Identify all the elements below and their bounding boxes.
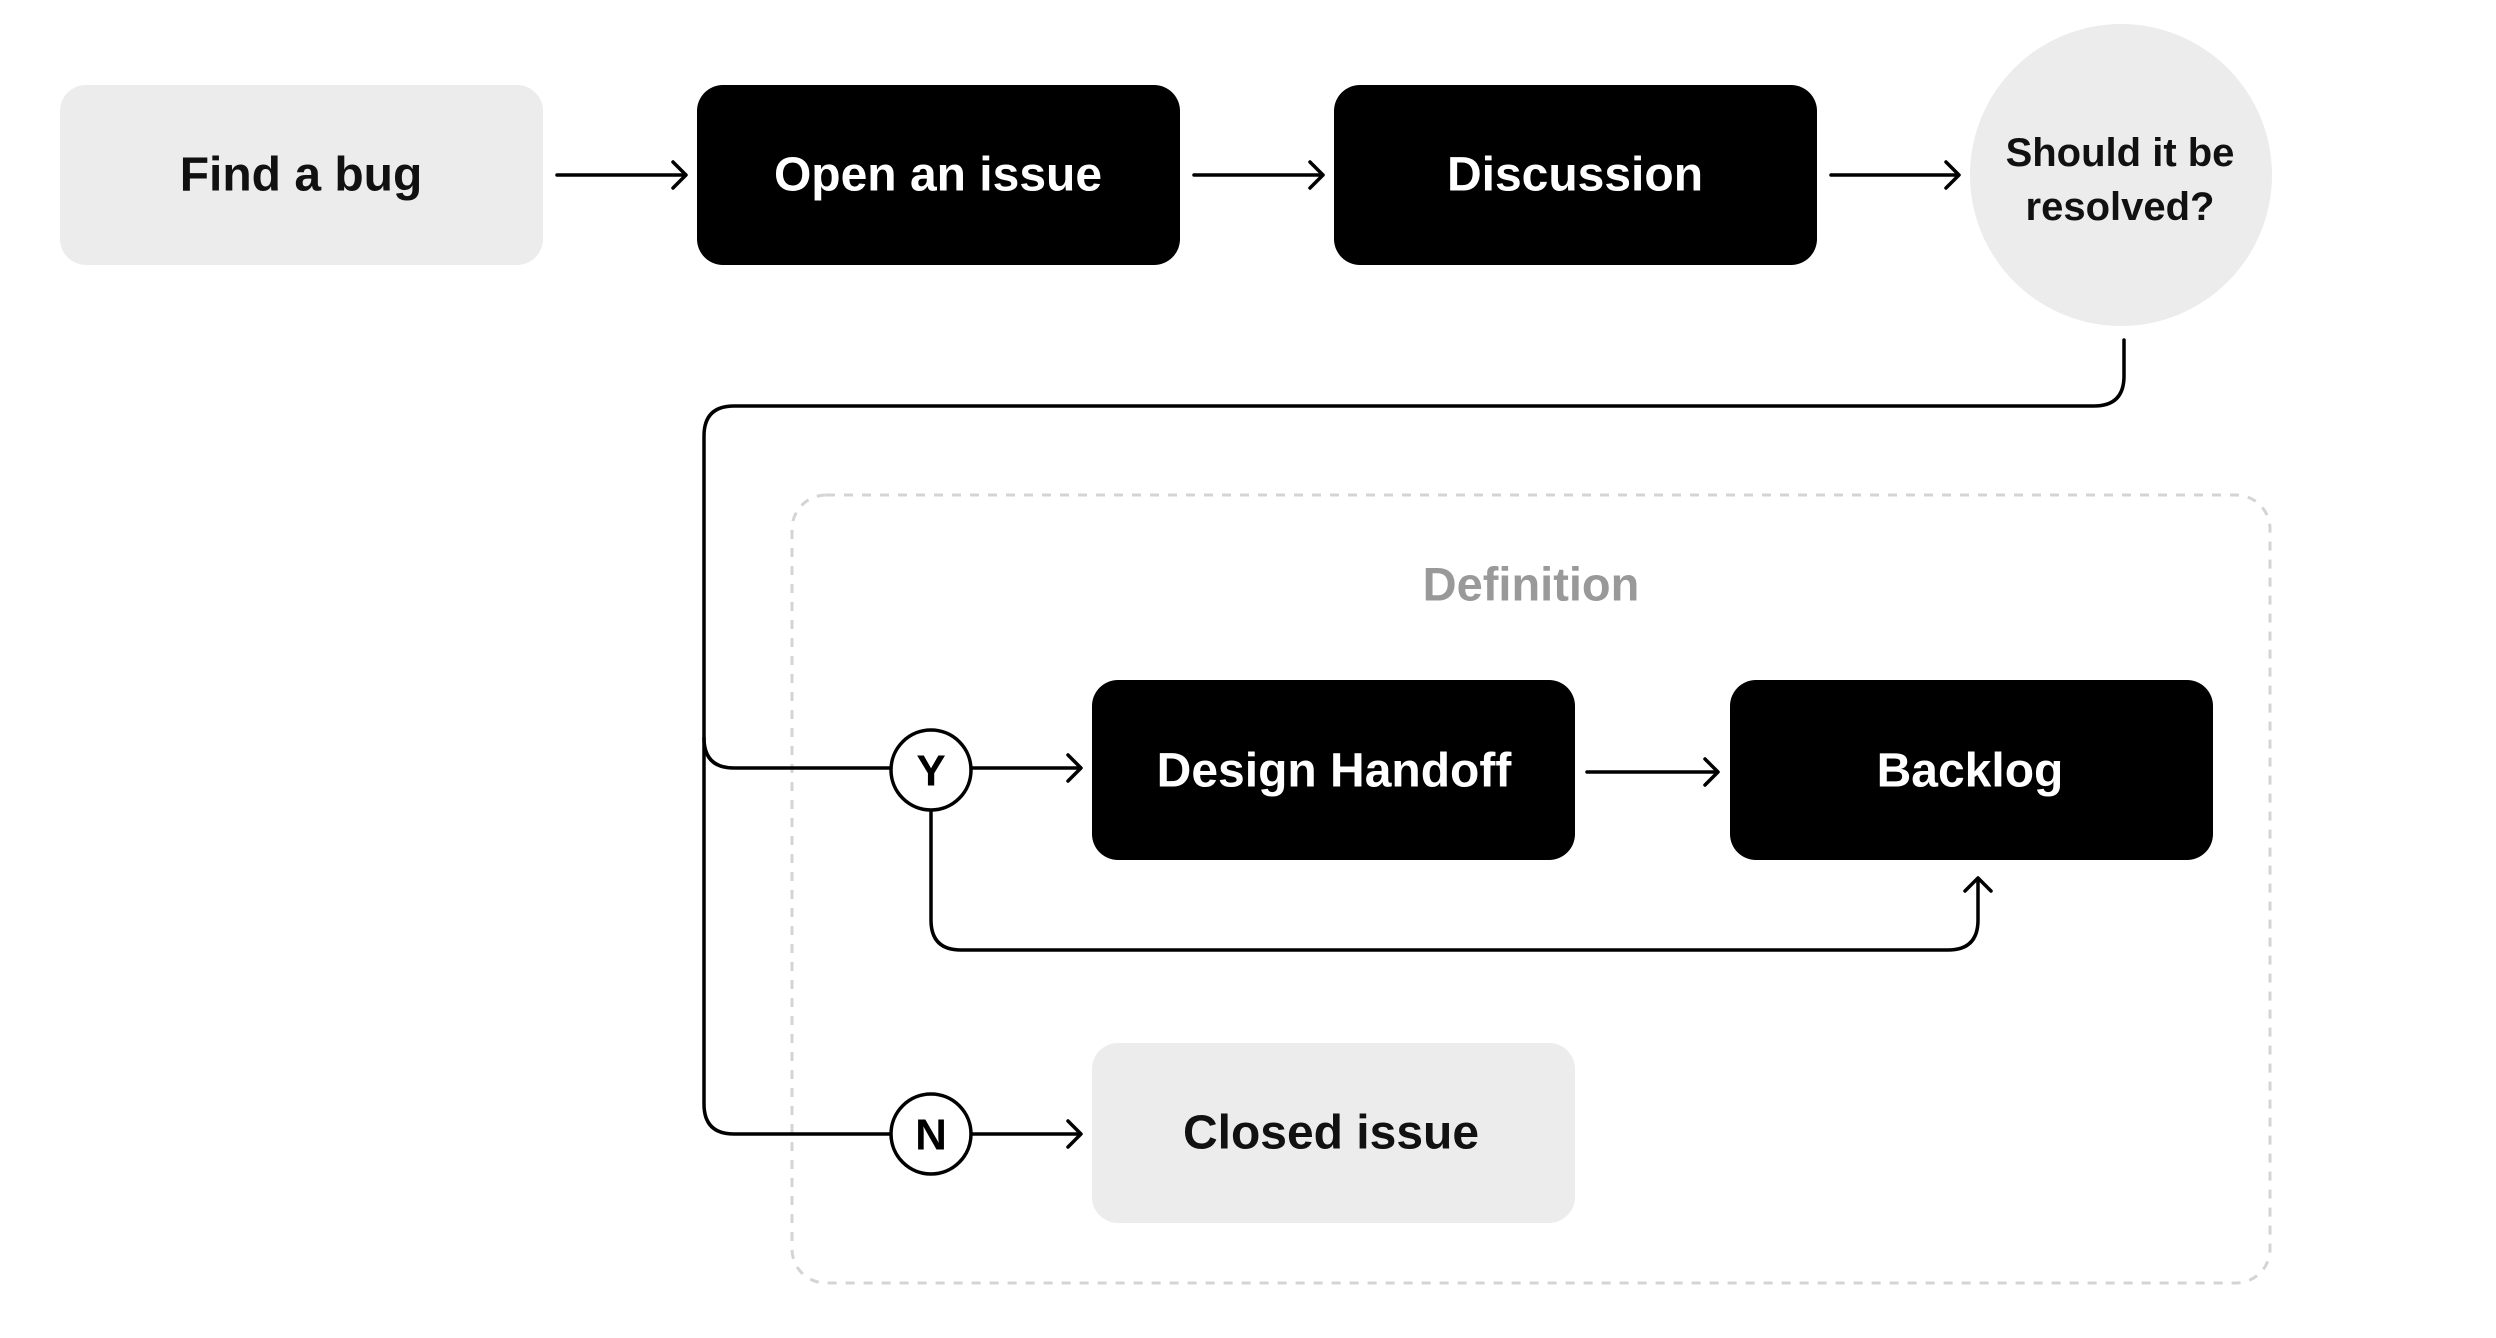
arrow-open-to-discussion <box>1192 160 1325 190</box>
node-discussion-label: Discussion <box>1447 149 1703 202</box>
node-decision-label-line1: Should it be <box>2006 131 2235 175</box>
arrow-find-to-open <box>555 160 688 190</box>
branch-yes-label: Y <box>916 747 945 796</box>
arrow-discussion-to-decision <box>1829 160 1961 190</box>
node-decision-circle <box>1970 24 2272 326</box>
node-decision-label-line2: resolved? <box>2026 185 2215 229</box>
branch-no-marker[interactable]: N <box>889 1092 973 1176</box>
node-discussion[interactable]: Discussion <box>1334 85 1817 265</box>
connectors <box>555 160 2126 1149</box>
definition-group-label: Definition <box>1423 558 1640 611</box>
definition-group-frame <box>790 493 2272 1285</box>
arrow-yes-to-design-handoff <box>970 753 1083 783</box>
branch-yes-marker[interactable]: Y <box>889 728 973 812</box>
node-find-a-bug[interactable]: Find a bug <box>60 85 543 265</box>
node-closed-issue[interactable]: Closed issue <box>1092 1043 1575 1223</box>
arrow-yes-bypass-to-backlog <box>929 806 1993 952</box>
node-design-handoff[interactable]: Design Handoff <box>1092 680 1575 860</box>
definition-group: Definition <box>790 493 2272 1285</box>
connector-decision-branch <box>702 338 2126 1136</box>
node-design-handoff-label: Design Handoff <box>1157 745 1513 798</box>
node-closed-issue-label: Closed issue <box>1183 1107 1479 1160</box>
node-backlog[interactable]: Backlog <box>1730 680 2213 860</box>
node-open-an-issue[interactable]: Open an issue <box>697 85 1180 265</box>
branch-no-label: N <box>915 1111 947 1160</box>
node-decision[interactable]: Should it be resolved? <box>1970 24 2272 326</box>
arrow-no-to-closed-issue <box>970 1119 1083 1149</box>
connector-to-yes <box>702 736 894 770</box>
arrow-design-handoff-to-backlog <box>1585 757 1720 787</box>
node-find-a-bug-label: Find a bug <box>180 149 423 202</box>
node-open-an-issue-label: Open an issue <box>774 149 1102 202</box>
node-backlog-label: Backlog <box>1877 745 2064 798</box>
